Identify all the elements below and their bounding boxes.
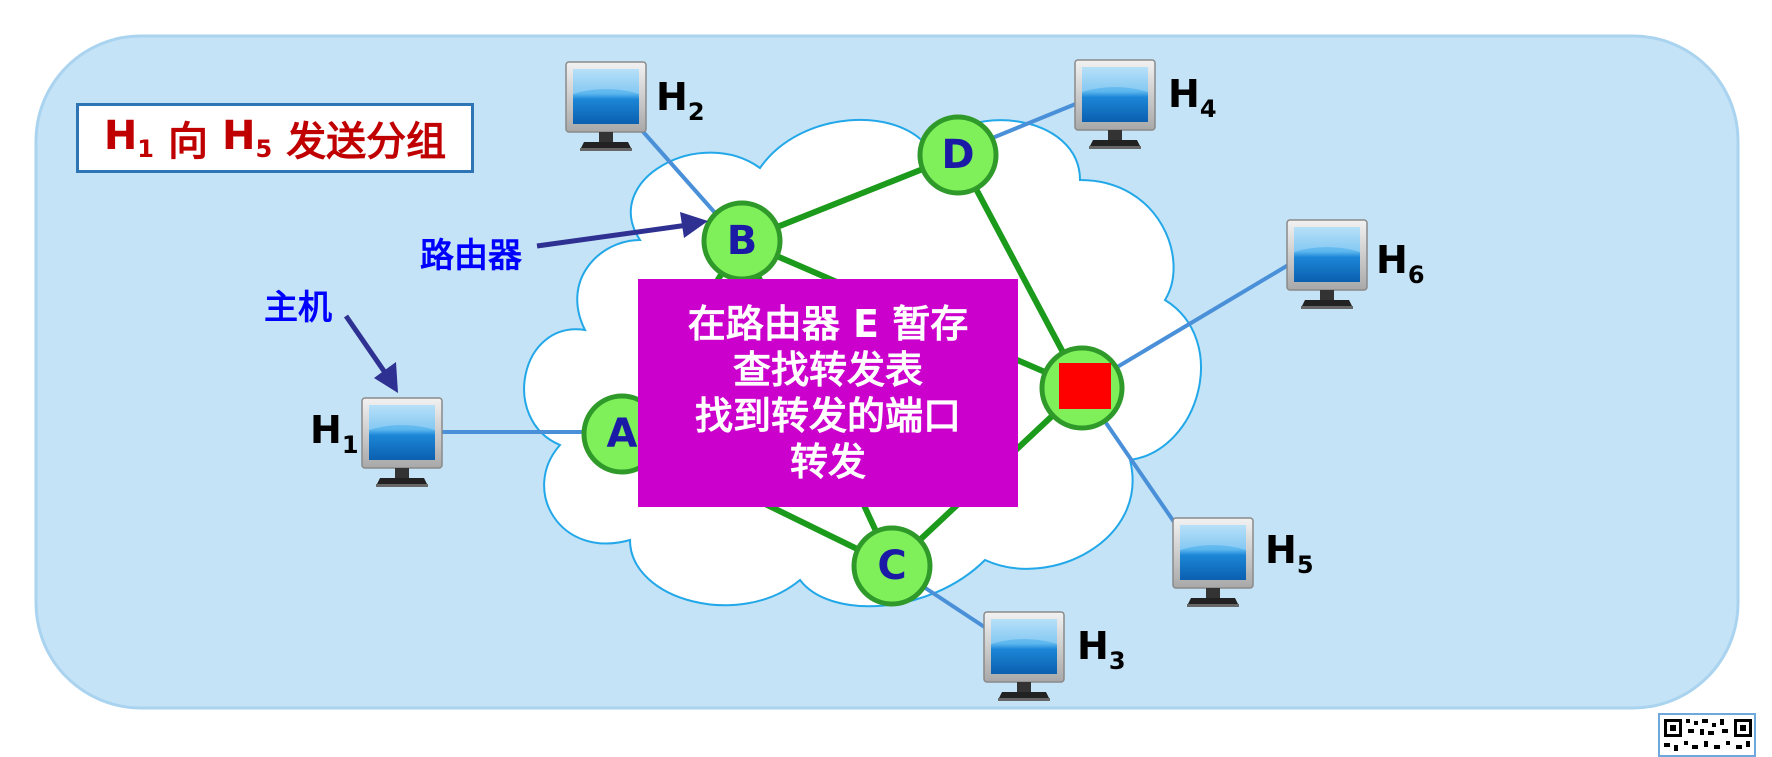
title-action: 发送分组 [286,119,447,165]
host-h6-label: H6 [1376,238,1425,289]
router-c-label: C [877,543,907,589]
host-label: 主机 [264,288,332,328]
host-arrow-head [374,362,398,393]
host-h1-label: H1 [310,408,359,459]
message-line-4: 转发 [789,440,866,484]
message-line-1: 在路由器 E 暂存 [687,302,969,346]
message-line-3: 找到转发的端口 [694,394,961,438]
router-d [917,114,999,196]
host-h4-label: H4 [1168,72,1217,123]
host-h3-label: H3 [1077,624,1126,675]
link-d-e [955,153,1085,390]
qr-code-icon [1658,713,1756,757]
host-arrow-line [343,314,389,376]
forwarding-message-box: 在路由器 E 暂存 查找转发表 找到转发的端口 转发 [638,279,1018,507]
title-to: 向 [168,119,208,165]
router-a-label: A [606,411,638,457]
annotation-arrows [343,212,708,393]
message-line-2: 查找转发表 [732,348,923,392]
router-c [851,525,933,607]
router-b-label: B [726,218,758,264]
packet-icon [1059,363,1111,409]
title-h5: H5 [222,113,273,163]
router-label: 路由器 [420,236,522,276]
host-h5-label: H5 [1265,528,1314,579]
router-arrow-line [536,222,689,249]
title-h1: H1 [103,113,154,163]
host-h2-label: H2 [656,75,705,126]
router-d-label: D [941,132,975,178]
title-box: H1 向 H5 发送分组 [76,103,474,173]
router-arrow-head [680,212,708,238]
